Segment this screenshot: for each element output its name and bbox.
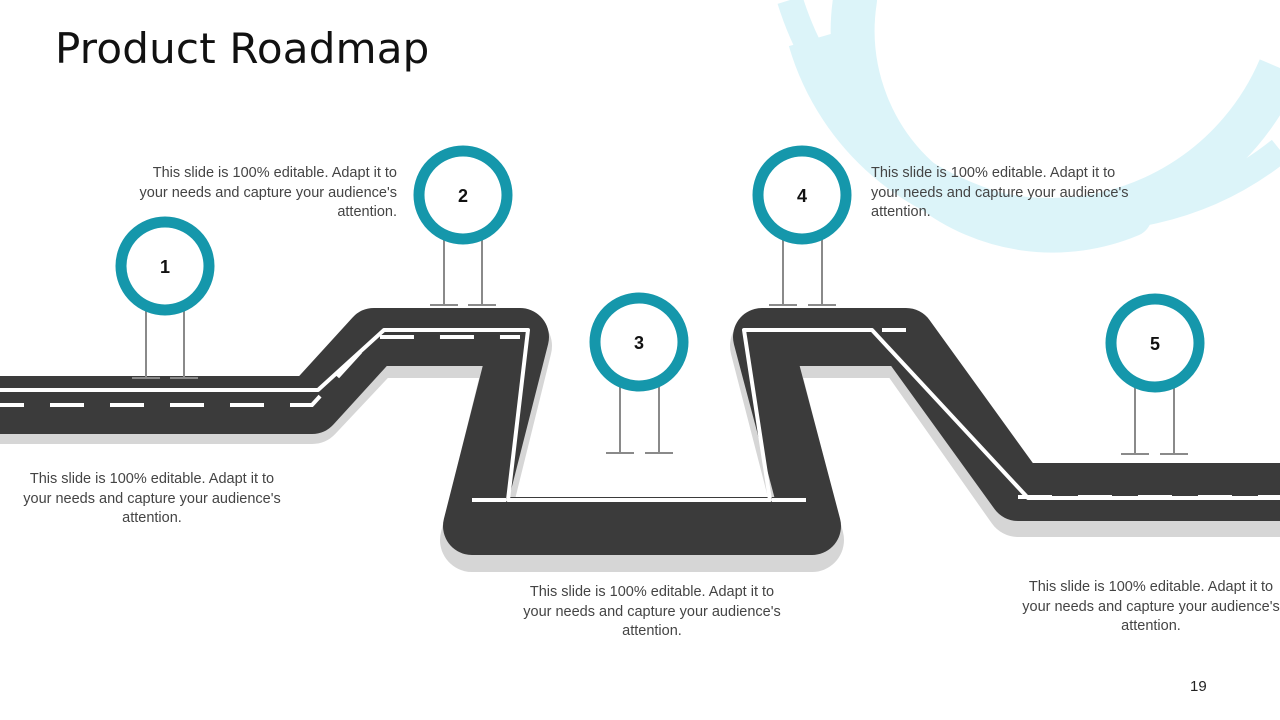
milestone-text-3: This slide is 100% editable. Adapt it to… — [523, 584, 781, 639]
milestone-number-4: 4 — [797, 186, 807, 206]
page-number: 19 — [1190, 678, 1207, 695]
milestone-pin-1: 1 — [115, 216, 215, 379]
milestone-number-3: 3 — [634, 333, 644, 353]
background-arc-decoration — [777, 0, 1280, 253]
slide-title: Product Roadmap — [55, 24, 430, 73]
milestone-text-1: This slide is 100% editable. Adapt it to… — [23, 471, 281, 526]
milestone-pin-4: 4 — [752, 145, 852, 306]
milestone-pin-5: 5 — [1105, 293, 1205, 455]
milestone-text-5: This slide is 100% editable. Adapt it to… — [1022, 579, 1280, 634]
milestone-number-1: 1 — [160, 257, 170, 277]
milestone-number-5: 5 — [1150, 334, 1160, 354]
milestone-pin-2: 2 — [413, 145, 513, 306]
milestone-number-2: 2 — [458, 186, 468, 206]
milestone-pin-3: 3 — [589, 292, 689, 454]
milestone-text-4: This slide is 100% editable. Adapt it to… — [871, 165, 1129, 220]
road-center-dashes — [0, 328, 1280, 502]
milestone-text-2: This slide is 100% editable. Adapt it to… — [139, 165, 398, 220]
